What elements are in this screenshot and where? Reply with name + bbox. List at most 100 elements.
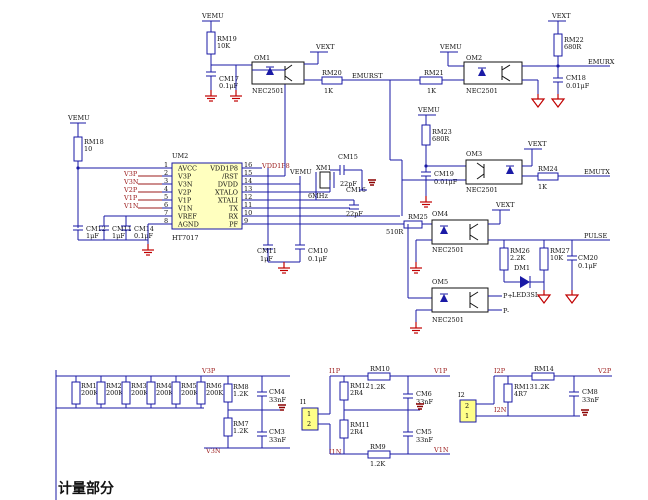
net-label-p-plus: P+ — [503, 292, 513, 300]
rm9-ref: RM9 — [370, 443, 386, 451]
om1-ref: OM1 — [254, 54, 270, 62]
divider-resistors: RM1200KRM2200KRM3200KRM4200KRM5200KRM620… — [71, 376, 223, 408]
rm4-value: 200K — [156, 389, 173, 397]
ground-icon — [565, 289, 579, 304]
ic-pin-1-number: 1 — [164, 161, 168, 169]
rm26-ref: RM26 — [510, 247, 530, 255]
cm19-ref: CM19 — [434, 170, 454, 178]
cm3-value: 33nF — [269, 436, 286, 444]
optocoupler-om5 — [431, 287, 489, 313]
ground-icon — [367, 179, 377, 186]
rm14-ref: RM14 — [534, 365, 554, 373]
rm7-value: 1.2K — [233, 427, 248, 435]
rm8-value: 1.2K — [233, 390, 248, 398]
ic-pin-3-name: V3N — [177, 181, 193, 189]
om4-om5-section: RM25 510R OM4 NEC2501 VEXT PULSE RM26 2.… — [385, 201, 610, 334]
cm20-ref: CM20 — [578, 254, 598, 262]
rm21-value: 1K — [427, 87, 436, 95]
rm24-value: 1K — [538, 183, 547, 191]
rm1-ref: RM1 — [81, 382, 97, 390]
connector-i2 — [459, 399, 477, 423]
net-label-v3n: V3N — [123, 178, 139, 186]
resistor-rm27 — [539, 247, 549, 271]
rm26-value: 2.2K — [510, 254, 525, 262]
om2-value: NEC2501 — [466, 87, 498, 95]
cm3-ref: CM3 — [269, 428, 285, 436]
i1-channel: I1 1 2 I1P I1N RM10 1.2K V1P RM12 2R4 RM… — [300, 365, 450, 468]
resistor-rm6 — [196, 381, 206, 405]
ground-icon — [277, 261, 291, 274]
ic-right-pins: 16VDD1P815/RST14DVDD13XTALO12XTALI11TX10… — [209, 161, 252, 229]
ic-pin-13-number: 13 — [244, 185, 252, 193]
resistor-rm12 — [339, 381, 349, 401]
rm5-value: 200K — [181, 389, 198, 397]
ic-pin-15-name: /RST — [222, 173, 239, 181]
ground-icon — [229, 89, 243, 102]
om4-value: NEC2501 — [432, 246, 464, 254]
ic-pin-16-name: VDD1P8 — [209, 165, 238, 173]
optocoupler-om4 — [431, 219, 489, 245]
cm17-value: 0.1μF — [219, 82, 239, 90]
net-label-vext-om3: VEXT — [527, 140, 547, 148]
ic-pin-11-name: TX — [229, 205, 238, 213]
cm14-value: 0.1μF — [134, 232, 154, 240]
ic-pin-12-number: 12 — [244, 193, 252, 201]
cm14-ref: CM14 — [134, 225, 154, 233]
rm8-ref: RM8 — [233, 383, 249, 391]
ic-pin-12-name: XTALI — [218, 197, 239, 205]
om1-value: NEC2501 — [252, 87, 284, 95]
resistor-rm7 — [223, 417, 233, 437]
resistor-rm10 — [367, 372, 391, 381]
cm15-ref: CM15 — [338, 153, 358, 161]
optocoupler-om3 — [465, 159, 523, 185]
net-label-v3n-bottom: V3N — [205, 447, 221, 455]
net-label-emutx: EMUTX — [584, 168, 610, 176]
connector-i1 — [301, 407, 319, 431]
net-label-emurx: EMURX — [588, 58, 615, 66]
rm6-ref: RM6 — [206, 382, 222, 390]
xm1-ref: XM1 — [316, 164, 331, 172]
om5-value: NEC2501 — [432, 316, 464, 324]
om2-ref: OM2 — [466, 54, 482, 62]
cm18-ref: CM18 — [566, 74, 586, 82]
rm27-value: 10K — [550, 254, 563, 262]
rm19-ref: RM19 — [217, 35, 237, 43]
rm2-value: 200K — [106, 389, 123, 397]
resistor-rm5 — [171, 381, 181, 405]
net-label-vext-om4: VEXT — [495, 201, 515, 209]
net-label-i1p: I1P — [329, 367, 341, 375]
resistor-rm25 — [403, 220, 423, 229]
i2-pin1: 2 — [465, 402, 469, 410]
resistor-rm8 — [223, 383, 233, 403]
ic-pin-11-number: 11 — [244, 201, 252, 209]
rm3-value: 200K — [131, 389, 148, 397]
cm8-value: 33nF — [582, 396, 599, 404]
cm4-value: 33nF — [269, 396, 286, 404]
cm20-value: 0.1μF — [578, 262, 598, 270]
resistor-rm19 — [206, 31, 216, 55]
rm25-value: 510R — [386, 228, 404, 236]
ic-pin-6-number: 6 — [164, 201, 168, 209]
rm5-ref: RM5 — [181, 382, 197, 390]
net-label-pulse: PULSE — [584, 232, 608, 240]
ground-icon — [537, 289, 551, 304]
cm11-ref: CM11 — [112, 225, 132, 233]
ic-pin-4-number: 4 — [164, 185, 168, 193]
cm10-ref: CM10 — [308, 247, 328, 255]
resistor-rm14 — [531, 372, 555, 381]
ic-pin-2-number: 2 — [164, 169, 168, 177]
ic-pin-9-name: PF — [229, 221, 238, 229]
rm20-ref: RM20 — [322, 69, 342, 77]
rm18-value: 10 — [84, 145, 92, 153]
ic-right-nets: VDD1P8 VEMU CM11 1μF CM10 0.1μF — [252, 70, 400, 274]
cm5-value: 33nF — [416, 436, 433, 444]
net-label-v1n-bottom: V1N — [433, 446, 449, 454]
i2-ref: I2 — [458, 391, 465, 399]
net-label-i2p: I2P — [494, 367, 506, 375]
rm21-ref: RM21 — [424, 69, 444, 77]
ic-pin-14-number: 14 — [244, 177, 252, 185]
rm11-ref: RM11 — [350, 421, 370, 429]
ground-icon — [409, 321, 423, 334]
crystal-xm1: XM1 6MHz CM15 22pF CM16 22pF — [308, 153, 377, 218]
